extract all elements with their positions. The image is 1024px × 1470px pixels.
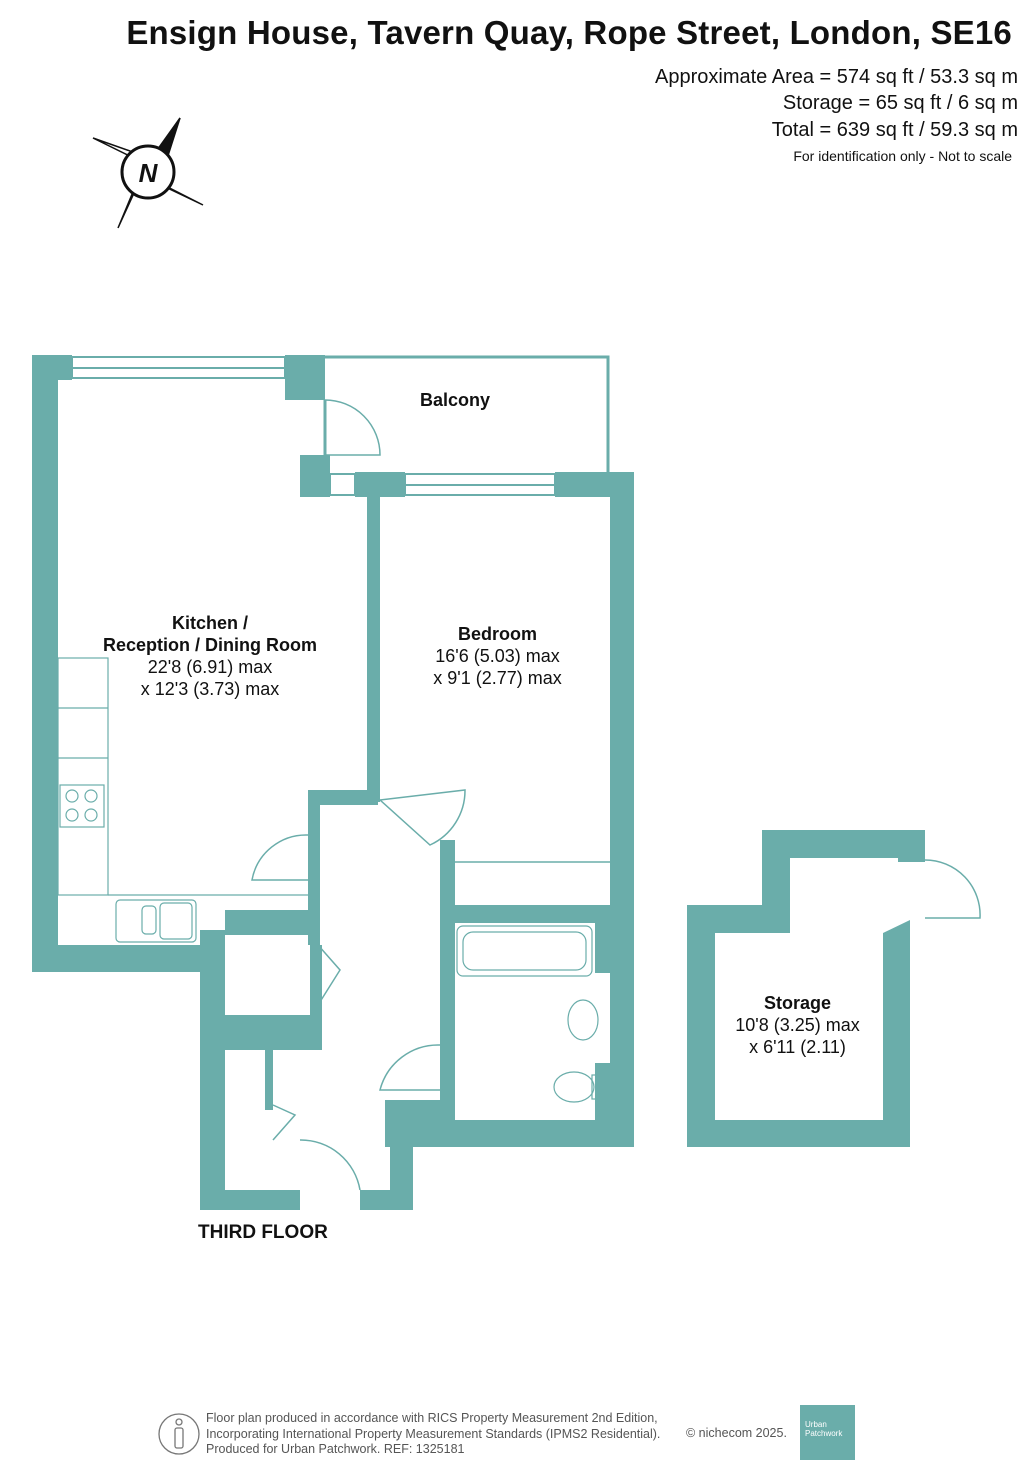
storage-dimension-2: x 6'11 (2.11) — [749, 1037, 846, 1057]
balcony-name: Balcony — [420, 390, 491, 410]
kitchen-dimension-1: 22'8 (6.91) max — [147, 657, 273, 677]
kitchen-name-line2: Reception / Dining Room — [103, 635, 317, 655]
room-label-balcony: Balcony — [420, 389, 490, 411]
approximate-area: Approximate Area = 574 sq ft / 53.3 sq m — [655, 66, 1018, 88]
hob-icon — [59, 784, 105, 828]
north-arrow-icon: N — [92, 117, 204, 229]
disclaimer: For identification only - Not to scale — [793, 148, 1012, 164]
walls — [32, 355, 925, 1210]
balcony-outline — [323, 355, 610, 472]
room-label-storage: Storage 10'8 (3.25) max x 6'11 (2.11) — [715, 992, 880, 1058]
fixtures — [57, 657, 599, 1103]
copyright: © nichecom 2025. — [686, 1426, 787, 1440]
compass-north-label: N — [139, 158, 159, 188]
basin-icon — [567, 999, 599, 1041]
footer-notes: Floor plan produced in accordance with R… — [206, 1411, 660, 1458]
urban-patchwork-logo: Urban Patchwork — [800, 1405, 855, 1460]
accessibility-icon — [158, 1413, 200, 1455]
bedroom-dimension-2: x 9'1 (2.77) max — [433, 668, 562, 688]
toilet-icon — [553, 1071, 598, 1103]
bath-icon — [456, 925, 593, 977]
bedroom-dimension-1: 16'6 (5.03) max — [435, 646, 560, 666]
windows — [71, 356, 556, 496]
footer-line-3: Produced for Urban Patchwork. REF: 13251… — [206, 1442, 465, 1456]
kitchen-name-line1: Kitchen / — [171, 613, 248, 633]
room-label-bedroom: Bedroom 16'6 (5.03) max x 9'1 (2.77) max — [400, 623, 595, 689]
door-swings — [251, 399, 981, 1191]
footer-line-2: Incorporating International Property Mea… — [206, 1426, 661, 1441]
floor-label: THIRD FLOOR — [198, 1222, 328, 1243]
property-title: Ensign House, Tavern Quay, Rope Street, … — [126, 14, 1012, 51]
storage-dimension-1: 10'8 (3.25) max — [735, 1015, 860, 1035]
footer-line-1: Floor plan produced in accordance with R… — [206, 1411, 658, 1425]
storage-area: Storage = 65 sq ft / 6 sq m — [782, 92, 1018, 114]
room-label-kitchen: Kitchen / Reception / Dining Room 22'8 (… — [80, 612, 340, 700]
bedroom-name: Bedroom — [457, 624, 537, 644]
total-area: Total = 639 sq ft / 59.3 sq m — [771, 119, 1018, 141]
kitchen-dimension-2: x 12'3 (3.73) max — [140, 679, 280, 699]
sink-icon — [115, 899, 197, 943]
storage-name: Storage — [763, 993, 832, 1013]
